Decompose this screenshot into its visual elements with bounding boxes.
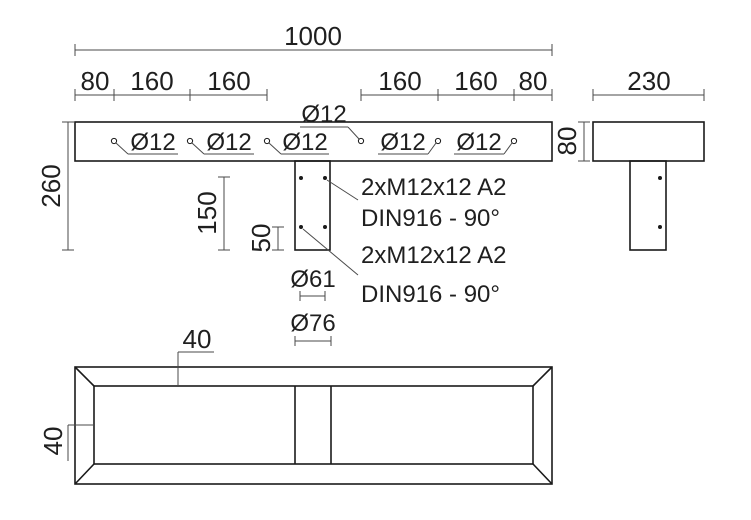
dim-frame-top: 40 [177, 324, 214, 386]
hole-6 [510, 137, 518, 145]
hole-label-4: Ø12 [380, 129, 425, 156]
dim-frame-left: 40 [38, 424, 94, 461]
plan-view [74, 366, 553, 485]
dim-total-width-label: 1000 [284, 21, 342, 51]
dim-total-height-label: 260 [36, 164, 66, 207]
hole-label-2: Ø12 [206, 129, 251, 156]
dim-post-length-label: 150 [192, 191, 222, 234]
hole-label-3: Ø12 [282, 129, 327, 156]
dim-seg-160-b: 160 [207, 66, 250, 96]
dim-post-offset-label: 50 [246, 224, 276, 253]
side-view-top [592, 121, 705, 162]
tube-inner-label: Ø61 [290, 266, 335, 293]
screw-upper-line1: 2xM12x12 A2 [361, 174, 506, 201]
dim-total-width: 1000 [74, 21, 553, 56]
screw-lower-line2: DIN916 - 90° [361, 281, 500, 308]
post-screws [299, 176, 327, 229]
hole-label-5: Ø12 [456, 129, 501, 156]
dim-seg-160-a: 160 [130, 66, 173, 96]
screw-2 [323, 176, 327, 180]
dim-tube-outer: Ø76 [290, 310, 336, 346]
tube-outer-label: Ø76 [290, 310, 335, 337]
post-front-view [294, 160, 331, 251]
screw-3 [299, 225, 303, 229]
hole-label-1: Ø12 [130, 129, 175, 156]
screw-1 [299, 176, 303, 180]
dim-seg-80-right: 80 [519, 66, 548, 96]
hole-label-top: Ø12 [301, 101, 346, 128]
screw-4 [323, 225, 327, 229]
dim-seg-160-c: 160 [378, 66, 421, 96]
dim-side-width-label: 230 [627, 66, 670, 96]
hole-2 [186, 137, 194, 145]
hole-3 [263, 137, 271, 145]
hole-4 [357, 137, 365, 145]
hole-labels: Ø12 Ø12 Ø12 Ø12 Ø12 Ø12 [115, 101, 513, 156]
side-view-post [629, 160, 667, 251]
dim-frame-left-label: 40 [38, 427, 68, 456]
plan-outer [74, 366, 553, 485]
dim-seg-80-left: 80 [81, 66, 110, 96]
dim-tube-inner: Ø61 [290, 266, 336, 301]
dim-frame-top-label: 40 [183, 324, 212, 354]
dim-post-length: 150 [192, 176, 230, 251]
screw-leaders [302, 179, 359, 276]
dim-segments-right: 160 160 80 [360, 66, 553, 101]
screw-upper-line2: DIN916 - 90° [361, 205, 500, 232]
hole-5 [434, 137, 442, 145]
side-screw-1 [658, 176, 662, 180]
dim-side-height-label: 80 [552, 127, 582, 156]
plan-inner [93, 385, 534, 465]
beam-holes [110, 137, 518, 145]
dim-segments-left: 80 160 160 [74, 66, 268, 101]
dim-total-height: 260 [36, 121, 74, 251]
dim-post-offset: 50 [246, 224, 284, 253]
screw-lower-line1: 2xM12x12 A2 [361, 242, 506, 269]
side-screw-2 [658, 225, 662, 229]
dim-seg-160-d: 160 [454, 66, 497, 96]
dim-side-height: 80 [552, 121, 590, 162]
hole-1 [110, 137, 118, 145]
dim-side-width: 230 [592, 66, 705, 101]
